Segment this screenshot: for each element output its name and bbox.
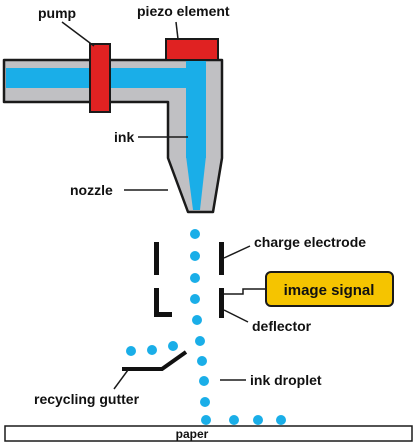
deflector-leader xyxy=(223,309,249,323)
recycled-droplets xyxy=(126,341,178,356)
ink-droplet-label: ink droplet xyxy=(250,372,322,388)
ink-droplet xyxy=(276,415,286,425)
recycled-droplet xyxy=(147,345,157,355)
deflector-left xyxy=(154,288,172,317)
image-signal-label: image signal xyxy=(284,282,375,299)
piezo-element-block xyxy=(165,38,219,61)
charge-electrode-left xyxy=(154,242,159,275)
pump-block xyxy=(89,43,111,113)
paper-label: paper xyxy=(176,427,209,441)
nozzle-label: nozzle xyxy=(70,182,113,198)
piezo-element-label: piezo element xyxy=(137,3,230,19)
recycled-droplet xyxy=(168,341,178,351)
droplet-stream xyxy=(190,229,286,425)
recycled-droplet xyxy=(126,346,136,356)
recycling-gutter-label: recycling gutter xyxy=(34,391,140,407)
ink-channel-nozzle xyxy=(186,156,206,210)
ink-droplet xyxy=(229,415,239,425)
charge-electrode-right xyxy=(219,242,224,275)
ink-label: ink xyxy=(114,129,134,145)
ink-droplet xyxy=(190,229,200,239)
deflector-right xyxy=(219,288,224,318)
ink-channel-vertical xyxy=(186,60,206,158)
pump-label: pump xyxy=(38,5,76,21)
ink-droplet xyxy=(190,251,200,261)
ink-droplet xyxy=(197,356,207,366)
ink-droplet xyxy=(201,415,211,425)
print-head-housing xyxy=(2,58,224,214)
recycling-gutter-leader xyxy=(113,369,129,390)
ink-droplet xyxy=(190,273,200,283)
ink-droplet xyxy=(200,397,210,407)
charge-electrode-leader xyxy=(223,245,251,259)
pump-leader xyxy=(61,21,95,47)
ink-droplet xyxy=(253,415,263,425)
paper-sheet xyxy=(4,425,413,442)
deflector-label: deflector xyxy=(252,318,312,334)
charge-electrode-label: charge electrode xyxy=(254,234,366,250)
image-signal-wire xyxy=(224,288,266,295)
ink-droplet xyxy=(192,315,202,325)
ink-droplet xyxy=(199,376,209,386)
ink-droplet xyxy=(195,336,205,346)
recycling-gutter xyxy=(122,350,188,371)
piezo-leader xyxy=(175,21,179,40)
ink-droplet xyxy=(190,294,200,304)
